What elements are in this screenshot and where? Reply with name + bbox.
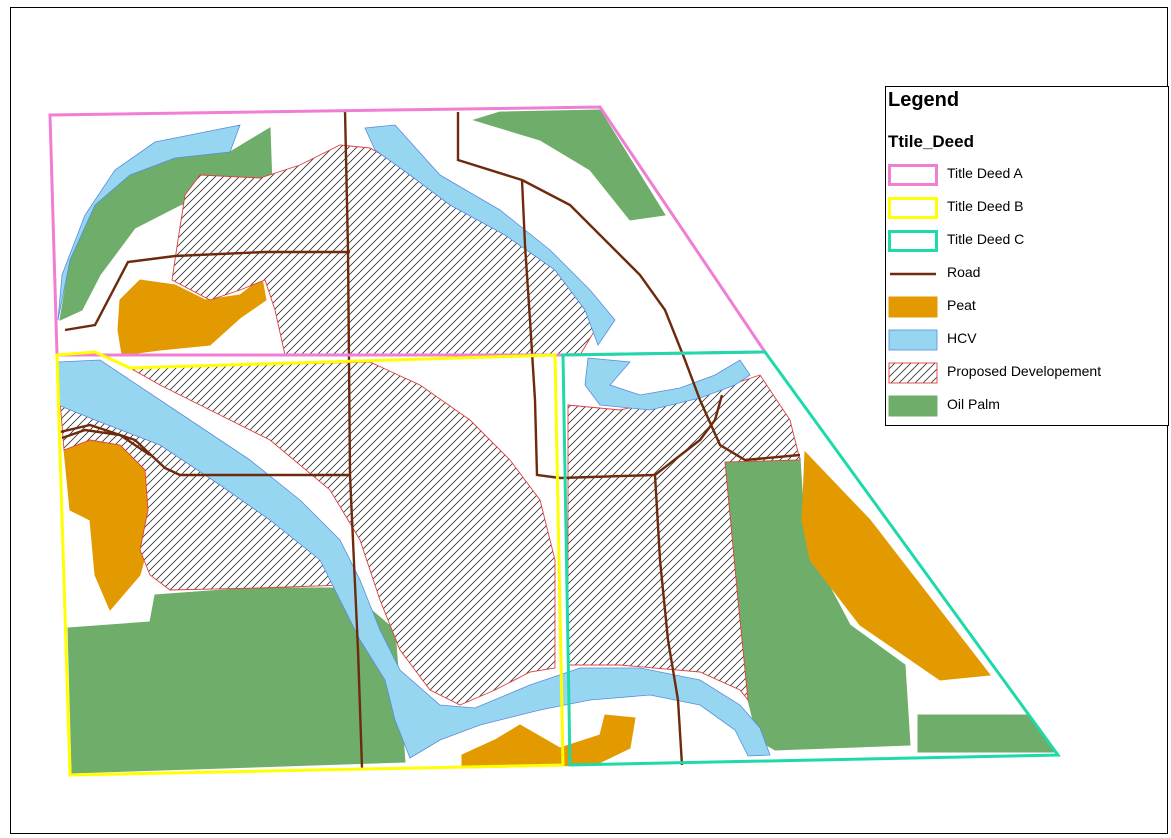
road-layer — [59, 109, 801, 769]
legend-item-oil-palm: Oil Palm — [886, 393, 1166, 419]
line-brown-icon — [890, 272, 936, 276]
legend-item-label: Road — [947, 264, 981, 280]
legend-title: Legend — [888, 89, 960, 111]
title-deed-c-boundary — [561, 350, 1061, 767]
fill-green-icon — [888, 395, 938, 417]
legend-item-label: Oil Palm — [947, 396, 1000, 412]
road — [456, 112, 561, 480]
legend-item-label: Peat — [947, 297, 976, 313]
hcv-river — [364, 124, 616, 346]
road — [64, 250, 350, 332]
legend-item-road: Road — [886, 261, 1166, 287]
legend-item-title-deed-b: Title Deed B — [886, 195, 1166, 221]
outline-box-pink-icon — [888, 164, 938, 186]
hcv-river — [584, 357, 751, 411]
proposed-development-area — [128, 361, 556, 706]
outline-box-teal-icon — [888, 230, 938, 252]
oil-palm-area — [472, 109, 666, 221]
peat-area — [801, 450, 991, 681]
legend-item-title-deed-a: Title Deed A — [886, 162, 1166, 188]
outline-box-yellow-icon — [888, 197, 938, 219]
road — [559, 394, 724, 480]
legend-item-label: Proposed Developement — [947, 363, 1102, 379]
road — [521, 178, 801, 462]
legend-item-label: Title Deed C — [947, 231, 1025, 247]
peat-layer — [63, 277, 991, 769]
hcv-river — [57, 124, 241, 321]
legend-item-label: Title Deed A — [947, 165, 1023, 181]
road — [61, 428, 151, 456]
fill-orange-icon — [888, 296, 938, 318]
legend: Legend Ttile_Deed Title Deed A Title Dee… — [885, 86, 1169, 426]
legend-item-label: HCV — [947, 330, 977, 346]
legend-group-title: Ttile_Deed — [888, 132, 974, 151]
legend-item-title-deed-c: Title Deed C — [886, 228, 1166, 254]
legend-item-label: Title Deed B — [947, 198, 1024, 214]
hatch-red-icon — [888, 362, 938, 384]
fill-lightblue-icon — [888, 329, 938, 351]
hcv-river — [57, 359, 771, 759]
hcv-layer — [57, 124, 771, 759]
legend-item-hcv: HCV — [886, 327, 1166, 353]
legend-item-peat: Peat — [886, 294, 1166, 320]
title-deed-layer — [48, 105, 1061, 777]
legend-item-proposed-development: Proposed Developement — [886, 360, 1166, 386]
title-deed-b-boundary — [55, 350, 565, 777]
road — [653, 474, 684, 766]
